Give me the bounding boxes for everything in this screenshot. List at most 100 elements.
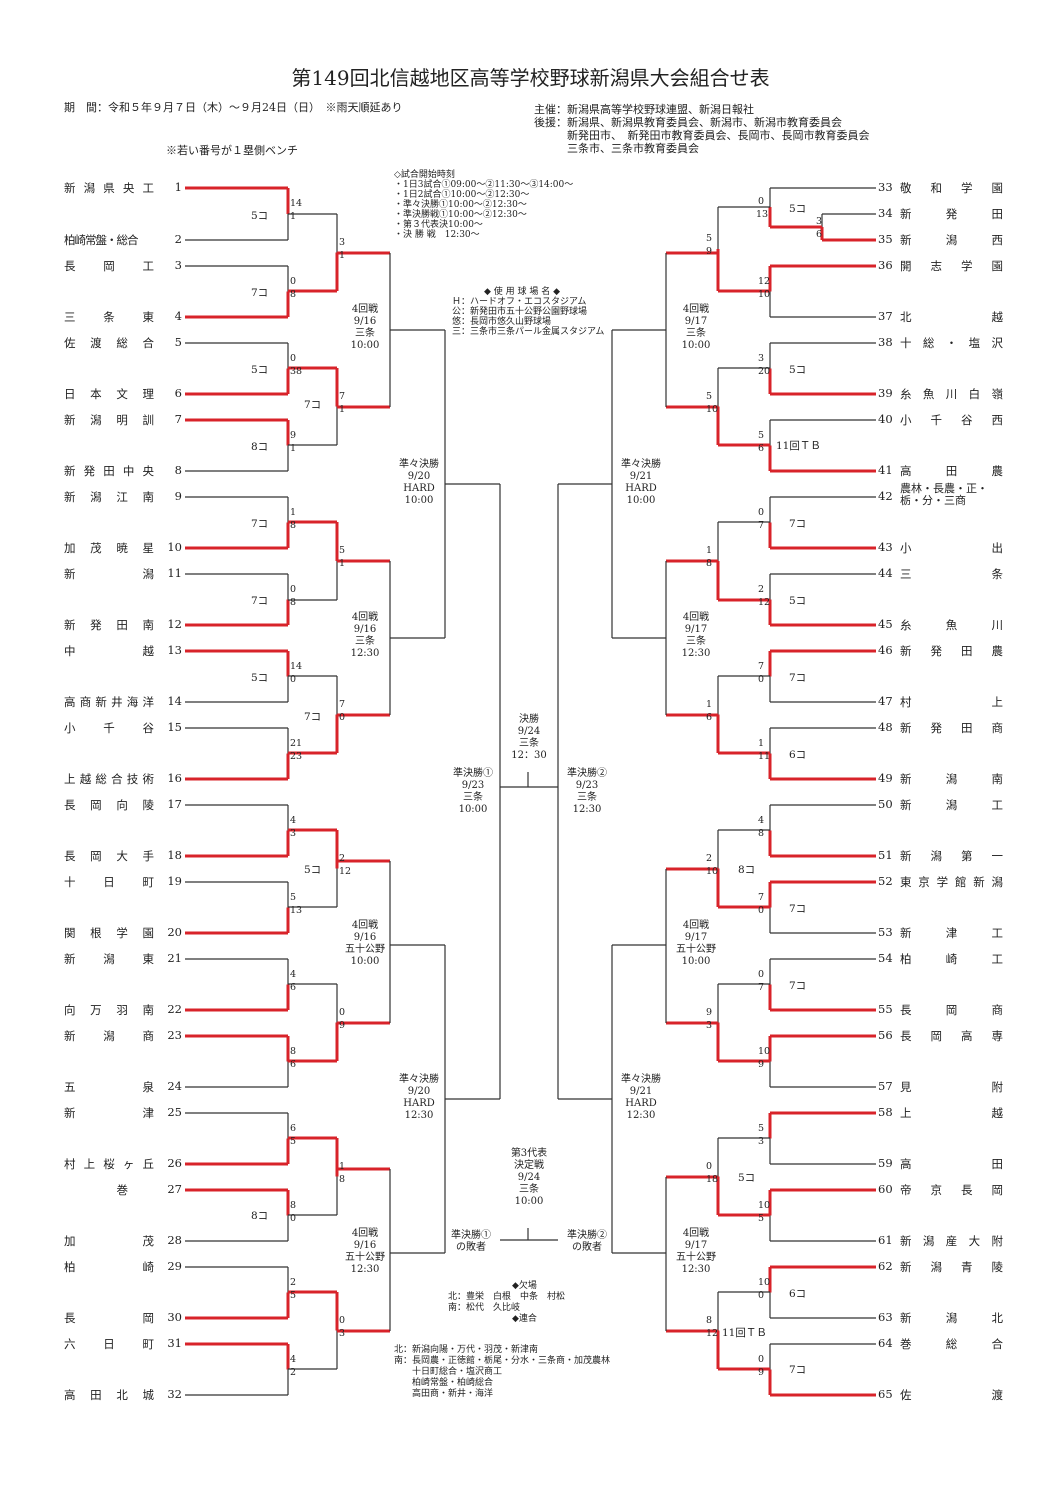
team-name-char: 津 bbox=[142, 1106, 155, 1120]
team-name-char: 附 bbox=[991, 1080, 1004, 1094]
score-label: 3 bbox=[816, 216, 823, 227]
team-name-char: 渡 bbox=[90, 336, 102, 350]
round-label-line: 10:00 bbox=[458, 804, 488, 815]
team-name-char: 津 bbox=[945, 926, 958, 940]
team-name: 小千谷 bbox=[64, 720, 154, 736]
score-label: 0 bbox=[339, 1314, 346, 1326]
team-name-char: 高 bbox=[64, 695, 76, 709]
team-number: 4 bbox=[174, 309, 182, 323]
score-label: 3 bbox=[290, 827, 297, 839]
team-name-char: 園 bbox=[991, 181, 1004, 195]
team-name-char: 園 bbox=[991, 259, 1004, 273]
absent-line: ◆連合 bbox=[512, 1314, 537, 1324]
score-label: 0 bbox=[758, 1289, 765, 1301]
team-name-char: 学 bbox=[116, 926, 128, 940]
team-name-char: 茂 bbox=[90, 541, 102, 555]
team-name-char: 江 bbox=[116, 490, 128, 504]
team-name-char: 西 bbox=[991, 233, 1004, 247]
start-time-line: ・1日2試合①10:00～②12:30～ bbox=[394, 190, 530, 200]
round-label-line: 三条 bbox=[519, 1184, 539, 1195]
score-label: 20 bbox=[758, 365, 771, 377]
team-name-char: 工 bbox=[991, 926, 1004, 940]
team-name-char: 園 bbox=[142, 926, 154, 940]
team-name: 関根学園 bbox=[64, 925, 154, 941]
team-name-char: 田 bbox=[116, 618, 128, 632]
team-name: 新発田南 bbox=[64, 617, 154, 633]
score-label: 1 bbox=[339, 249, 346, 261]
score-label: 1 bbox=[706, 698, 713, 710]
round-label-line: 10:00 bbox=[681, 340, 711, 351]
team-name-char: 加 bbox=[64, 541, 76, 555]
called-game-label: 7コ bbox=[304, 399, 322, 411]
team-name-char: 附 bbox=[991, 1234, 1004, 1248]
round-label-line: 9/16 bbox=[353, 932, 377, 943]
score-label: 5 bbox=[290, 1135, 297, 1147]
team-name: 新発田 bbox=[900, 206, 1003, 222]
score-label: 12 bbox=[758, 596, 771, 608]
team-name: 村上 bbox=[900, 694, 1003, 710]
round-label-line: 10:00 bbox=[350, 340, 380, 351]
team-number: 13 bbox=[167, 643, 182, 657]
team-name-char: 町 bbox=[142, 875, 155, 889]
called-game-label: 6コ bbox=[789, 1288, 807, 1300]
joint-line: 北：新潟向陽・万代・羽茂・新津南 bbox=[394, 1345, 539, 1355]
team-name-char: 新 bbox=[900, 1234, 912, 1248]
team-name-char: 陵 bbox=[142, 798, 154, 812]
team-name: 高商新井海洋 bbox=[64, 694, 154, 710]
score-label: 8 bbox=[706, 1314, 713, 1326]
round-label-line: 準決勝① bbox=[453, 768, 493, 779]
team-name-char: 新 bbox=[900, 233, 912, 247]
round-label-line: 9/20 bbox=[407, 471, 431, 482]
round-label-line: 三条 bbox=[463, 792, 483, 803]
team-name-char: 桜 bbox=[103, 1157, 115, 1171]
team-name: 六日町 bbox=[64, 1336, 154, 1352]
score-label: 4 bbox=[290, 1353, 297, 1365]
team-number: 15 bbox=[167, 720, 182, 734]
start-time-line: ・1日3試合①09:00～②11:30～③14:00～ bbox=[394, 180, 574, 190]
team-number: 52 bbox=[878, 874, 893, 888]
score-label: 5 bbox=[706, 390, 713, 402]
team-name-char: 長 bbox=[64, 1311, 76, 1325]
score-label: 8 bbox=[339, 1173, 346, 1185]
team-name-char: 潟 bbox=[83, 181, 96, 195]
team-name: 見附 bbox=[900, 1079, 1003, 1095]
called-game-label: 5コ bbox=[304, 864, 322, 876]
team-name-char: 六 bbox=[64, 1337, 76, 1351]
team-name-char: 新 bbox=[95, 695, 107, 709]
team-name-char: 根 bbox=[90, 926, 102, 940]
team-name-char: 岡 bbox=[142, 1311, 155, 1325]
team-name-char: 敬 bbox=[900, 181, 912, 195]
team-name-char: 新 bbox=[64, 181, 76, 195]
team-number: 24 bbox=[167, 1079, 182, 1093]
score-label: 11 bbox=[758, 750, 771, 762]
team-number: 19 bbox=[167, 874, 182, 888]
team-name-char: 県 bbox=[103, 181, 115, 195]
score-label: 2 bbox=[706, 852, 713, 864]
score-label: 9 bbox=[339, 1019, 346, 1031]
score-label: 0 bbox=[706, 1160, 713, 1172]
team-name-char: 新 bbox=[64, 413, 76, 427]
team-name-char: 長 bbox=[900, 1003, 912, 1017]
team-number: 45 bbox=[878, 617, 893, 631]
team-number: 1 bbox=[174, 180, 182, 194]
round-label-line: HARD bbox=[403, 483, 435, 494]
team-number: 58 bbox=[878, 1105, 893, 1119]
team-name-char: 本 bbox=[90, 387, 102, 401]
team-name-char: 新 bbox=[64, 490, 76, 504]
team-name: 小千谷西 bbox=[900, 412, 1003, 428]
team-number: 25 bbox=[167, 1105, 182, 1119]
called-game-label: 7コ bbox=[789, 672, 807, 684]
team-name: 小出 bbox=[900, 540, 1003, 556]
team-name: 新潟西 bbox=[900, 232, 1003, 248]
team-name-char: 万 bbox=[90, 1003, 102, 1017]
